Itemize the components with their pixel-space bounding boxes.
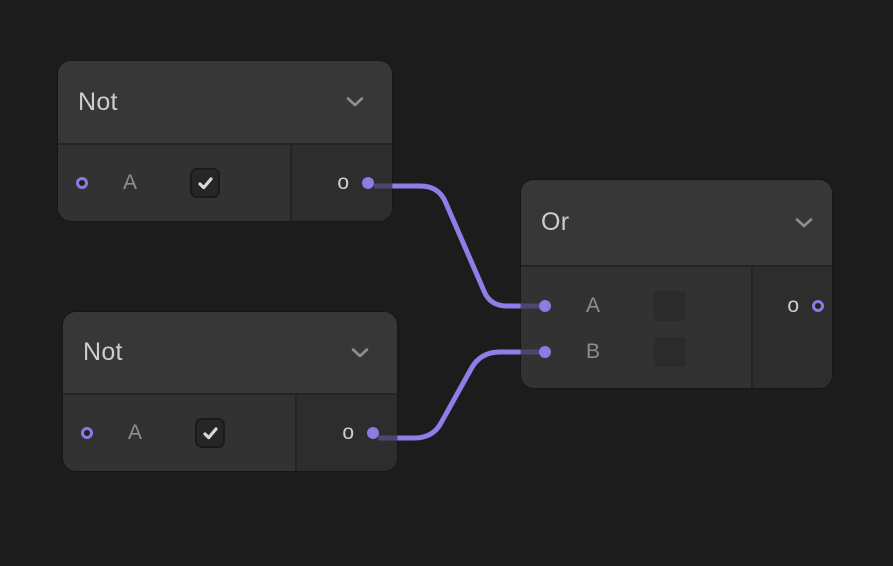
node-not-1-header[interactable]: Not: [58, 61, 392, 145]
node-or-header[interactable]: Or: [521, 180, 832, 267]
output-label: o: [787, 294, 799, 317]
input-label: A: [122, 171, 137, 194]
input-socket-b-connected[interactable]: [539, 346, 551, 358]
connection-wire[interactable]: [366, 349, 551, 441]
input-label: A: [127, 421, 142, 444]
input-row-a: A: [521, 283, 751, 329]
node-title: Not: [83, 338, 123, 366]
socket-connected-dot: [365, 179, 371, 187]
output-label: o: [342, 421, 354, 444]
checkbox-a-checked[interactable]: [190, 168, 220, 198]
input-socket-a[interactable]: [81, 427, 93, 439]
input-label: A: [585, 294, 600, 317]
checkbox-a-disabled: [654, 291, 686, 321]
checkmark-icon: [197, 176, 213, 189]
chevron-down-icon[interactable]: [795, 217, 813, 228]
output-row-o: o: [297, 410, 397, 456]
node-not-2[interactable]: Not A o: [63, 312, 397, 471]
input-socket-a-connected[interactable]: [539, 300, 551, 312]
connection-wire[interactable]: [362, 183, 551, 309]
input-row-a: A: [58, 160, 290, 206]
checkbox-b-disabled: [654, 337, 686, 367]
socket-connected-dot: [370, 429, 376, 437]
chevron-down-icon[interactable]: [351, 347, 369, 358]
node-not-1[interactable]: Not A o: [58, 61, 392, 221]
node-title: Or: [541, 208, 570, 236]
output-row-o: o: [753, 283, 832, 329]
input-row-a: A: [63, 410, 295, 456]
output-socket-o-connected[interactable]: [362, 177, 374, 189]
output-row-o: o: [292, 160, 392, 206]
checkbox-a-checked[interactable]: [195, 418, 225, 448]
chevron-down-icon[interactable]: [346, 97, 364, 107]
output-socket-o-connected[interactable]: [367, 427, 379, 439]
socket-connected-dot: [542, 302, 548, 310]
input-row-b: B: [521, 329, 751, 375]
input-label: B: [585, 340, 600, 363]
node-or[interactable]: Or A B o: [521, 180, 832, 388]
output-label: o: [337, 171, 349, 194]
output-socket-o[interactable]: [812, 300, 824, 312]
checkmark-icon: [202, 426, 218, 439]
node-not-2-header[interactable]: Not: [63, 312, 397, 395]
node-title: Not: [78, 87, 118, 116]
input-socket-a[interactable]: [76, 177, 88, 189]
socket-connected-dot: [542, 348, 548, 356]
